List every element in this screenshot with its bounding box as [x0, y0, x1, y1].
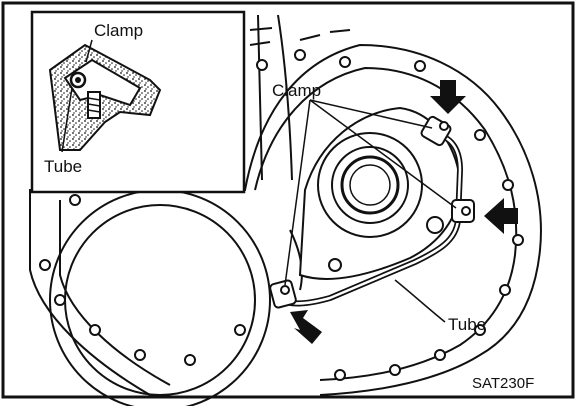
- clamp-bottom: [269, 279, 297, 309]
- clamp-middle: [451, 199, 475, 223]
- clamp-top: [420, 115, 452, 147]
- tube-leader-line: [394, 279, 446, 323]
- figure-code: SAT230F: [472, 375, 534, 392]
- flange-bolt-holes: [39, 49, 524, 381]
- bearing-seal: [317, 132, 444, 272]
- main-clamp-label: Clamp: [272, 81, 321, 100]
- inset-tube-label: Tube: [44, 157, 82, 176]
- main-tube-label: Tube: [448, 315, 486, 334]
- clamp-leader-lines: [284, 99, 457, 286]
- arrow-down-icon: [430, 80, 466, 114]
- arrow-upleft-icon: [290, 310, 322, 344]
- inset-clamp-label: Clamp: [94, 21, 143, 40]
- inset-detail: [30, 10, 246, 194]
- outer-frame: [1, 1, 575, 399]
- arrow-icons: [290, 80, 518, 344]
- arrow-left-icon: [484, 198, 518, 234]
